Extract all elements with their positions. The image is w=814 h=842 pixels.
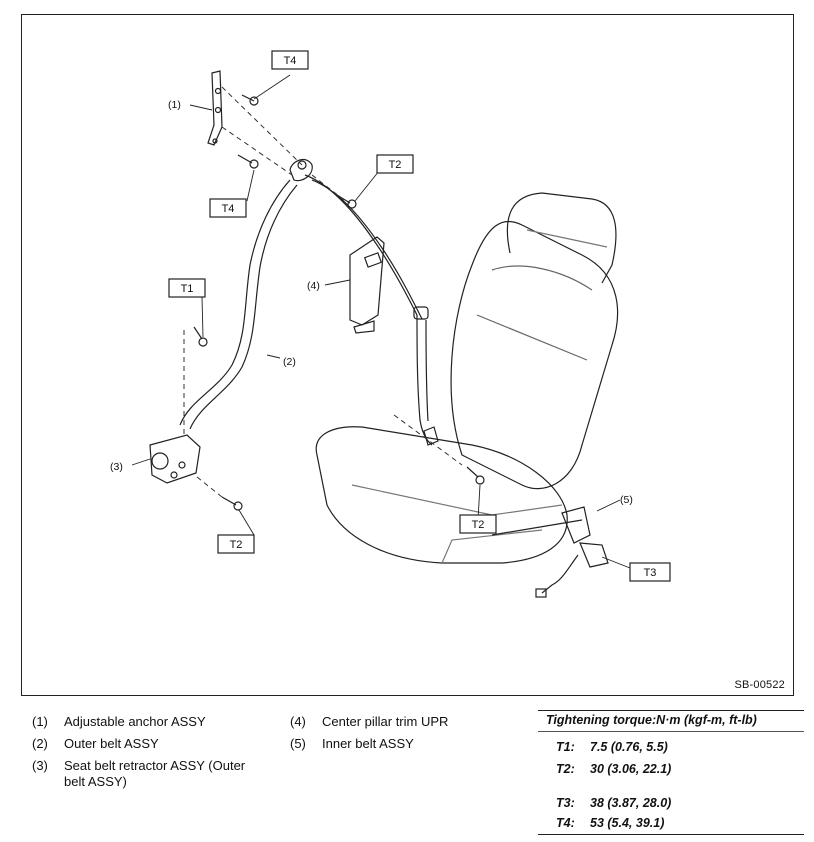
anchor xyxy=(207,70,223,146)
t4-top-box xyxy=(271,50,309,70)
torque-row: T3: 38 (3.87, 28.0) xyxy=(556,796,671,810)
torque-title: Tightening torque:N·m (kgf-m, ft-lb) xyxy=(538,710,804,732)
part-number: (2) xyxy=(32,736,48,751)
part-callouts: (1) (2) (3) (4) (5) xyxy=(110,99,633,506)
t3-box xyxy=(629,562,671,582)
t3-label: T3 xyxy=(644,567,657,579)
torque-value: 30 (3.06, 22.1) xyxy=(590,762,672,776)
torque-table: Tightening torque:N·m (kgf-m, ft-lb) T1:… xyxy=(538,710,804,835)
torque-box-labels: T4 T4 T2 T1 T2 T2 T3 xyxy=(181,55,657,579)
seat-back xyxy=(450,220,619,490)
torque-bottom-rule xyxy=(538,834,804,835)
part-number: (4) xyxy=(290,714,306,729)
seat-belt-diagram: T4 T4 T2 T1 T2 T2 T3 (1) (2) (3) (4) (5)… xyxy=(21,14,794,696)
diagram-drawing: T4 T4 T2 T1 T2 T2 T3 (1) (2) (3) (4) (5) xyxy=(110,50,671,598)
part-name: Seat belt retractor ASSY (Outer belt ASS… xyxy=(64,758,246,789)
seat-cushion xyxy=(315,426,568,564)
torque-key: T2: xyxy=(556,762,575,776)
part-name: Outer belt ASSY xyxy=(64,736,159,751)
t2-top-box xyxy=(376,154,414,174)
callout-3: (3) xyxy=(110,461,123,473)
torque-value: 38 (3.87, 28.0) xyxy=(590,796,672,810)
part-number: (5) xyxy=(290,736,306,751)
part-name: Adjustable anchor ASSY xyxy=(64,714,206,729)
torque-row: T2: 30 (3.06, 22.1) xyxy=(556,762,671,776)
torque-key: T3: xyxy=(556,796,575,810)
bolt-set xyxy=(193,94,485,511)
t1-label: T1 xyxy=(181,283,194,295)
retractor xyxy=(149,434,201,484)
part-number: (1) xyxy=(32,714,48,729)
callout-4: (4) xyxy=(307,280,320,292)
t4-top-label: T4 xyxy=(284,55,297,67)
t4-mid-label: T4 xyxy=(222,203,235,215)
pillar-trim xyxy=(349,236,385,326)
callout-5: (5) xyxy=(620,494,633,506)
part-name: Center pillar trim UPR xyxy=(322,714,449,729)
callout-2: (2) xyxy=(283,356,296,368)
part-name: Inner belt ASSY xyxy=(322,736,414,751)
torque-boxes xyxy=(168,50,671,582)
torque-key: T1: xyxy=(556,740,575,754)
t1-box xyxy=(168,278,206,298)
figure-code: SB-00522 xyxy=(734,679,785,691)
callout-1: (1) xyxy=(168,99,181,111)
part-number: (3) xyxy=(32,758,48,773)
t4-mid-box xyxy=(209,198,247,218)
t2-bottom-label: T2 xyxy=(230,539,243,551)
t2-bottom-box xyxy=(217,534,255,554)
outer-belt xyxy=(179,179,291,426)
torque-value: 7.5 (0.76, 5.5) xyxy=(590,740,668,754)
torque-row: T1: 7.5 (0.76, 5.5) xyxy=(556,740,668,754)
inner-belt-buckle xyxy=(561,506,591,544)
torque-value: 53 (5.4, 39.1) xyxy=(590,816,665,830)
headrest xyxy=(506,192,617,284)
t2-floor-label: T2 xyxy=(472,519,485,531)
torque-row: T4: 53 (5.4, 39.1) xyxy=(556,816,664,830)
t2-top-label: T2 xyxy=(389,159,402,171)
torque-key: T4: xyxy=(556,816,575,830)
t2-floor-box xyxy=(459,514,497,534)
